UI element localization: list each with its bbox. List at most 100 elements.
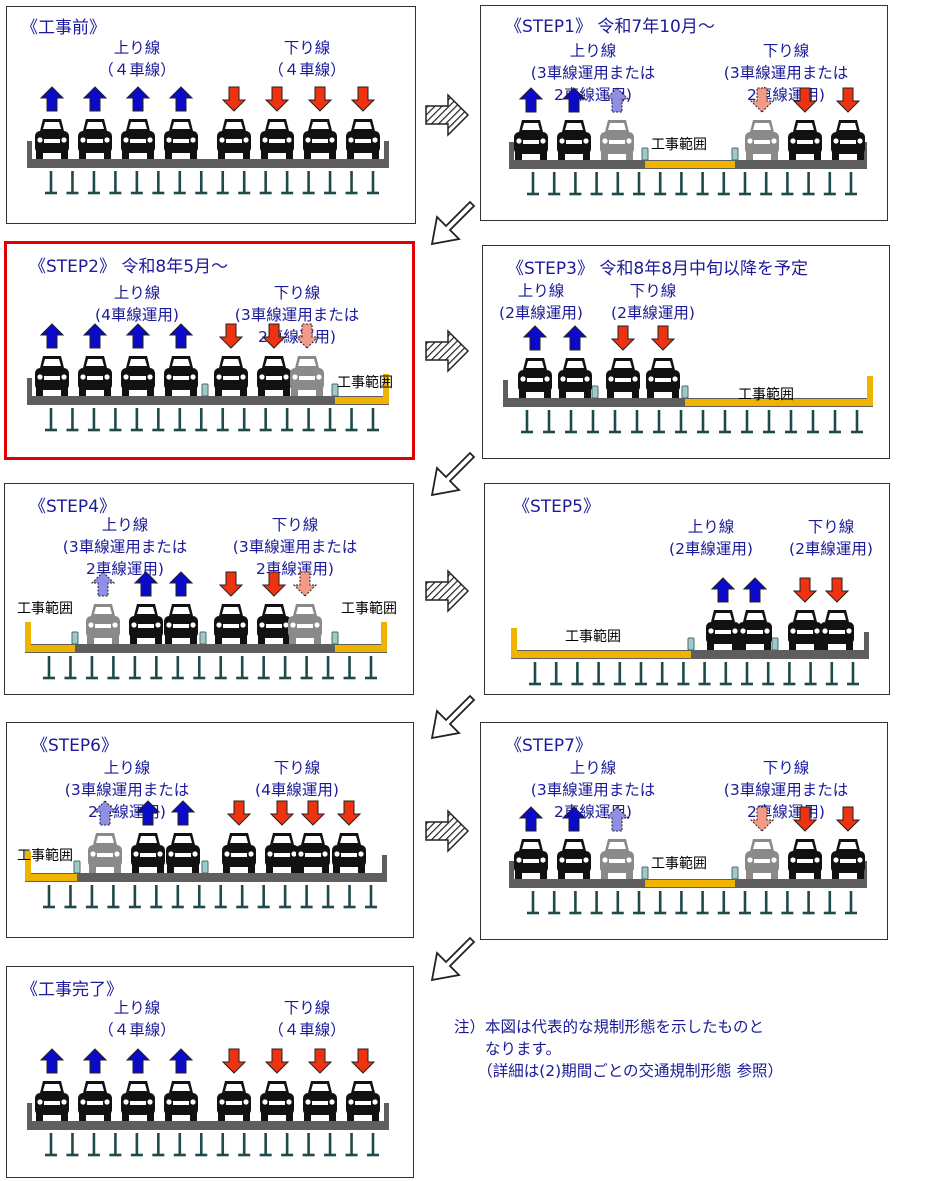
down-lane-label: 下り線(2車線運用) (789, 516, 873, 560)
car-2 (600, 120, 634, 160)
up-arrow-icon-0 (39, 323, 65, 349)
bridge-piers (45, 408, 379, 432)
up-arrow-icon-3 (168, 86, 194, 112)
work-zone-label: 工事範囲 (738, 387, 794, 403)
work-zone-0 (685, 376, 873, 406)
up-lane-label-line: 上り線 (101, 516, 149, 534)
up-arrow-icon-2 (604, 806, 630, 832)
work-zone-1 (335, 622, 387, 652)
car-5 (260, 1081, 294, 1121)
panel-step2: 《STEP2》 令和8年5月～上り線(4車線運用)下り線(3車線運用または2車線… (4, 241, 415, 460)
down-arrow-icon-5 (264, 1048, 290, 1074)
down-lane-label-line: (2車線運用) (611, 304, 695, 322)
down-lane-label-line: 下り線 (273, 759, 321, 777)
car-3 (646, 358, 680, 398)
panel-title: 《STEP6》 (31, 736, 118, 756)
road-deck (27, 141, 389, 168)
flow-arrow-right-1 (425, 93, 470, 137)
car-4 (265, 833, 299, 873)
up-arrow-icon-1 (561, 806, 587, 832)
car-4 (214, 356, 248, 396)
flow-arrow-right-4 (425, 809, 470, 853)
down-arrow-icon-4 (221, 1048, 247, 1074)
up-arrow-icon-2 (125, 86, 151, 112)
up-lane-label-line: （４車線） (98, 1021, 176, 1039)
up-arrow-icon-0 (518, 806, 544, 832)
down-arrow-icon-5 (835, 87, 861, 113)
up-arrow-icon-1 (561, 87, 587, 113)
car-1 (557, 839, 591, 879)
bridge-piers (529, 662, 859, 686)
car-4 (788, 839, 822, 879)
down-arrow-icon-2 (610, 325, 636, 351)
up-lane-label-line: 上り線 (113, 999, 161, 1017)
footnote-line-3: （詳細は(2)期間ごとの交通規制形態 参照） (454, 1062, 783, 1080)
car-2 (121, 356, 155, 396)
car-4 (257, 604, 291, 644)
up-lane-label-line: 上り線 (103, 759, 151, 777)
down-lane-label: 下り線（４車線） (268, 997, 346, 1041)
down-arrow-icon-4 (792, 806, 818, 832)
work-zone-0 (645, 880, 735, 887)
work-zone-label: 工事範囲 (341, 601, 397, 617)
road-cross-section (27, 86, 389, 195)
panel-before-construction: 《工事前》上り線（４車線）下り線（４車線） (6, 6, 416, 224)
panel-title: 《STEP2》 令和8年5月～ (29, 257, 229, 277)
car-5 (260, 119, 294, 159)
car-3 (222, 833, 256, 873)
up-lane-label-line: (2車線運用) (669, 540, 753, 558)
flow-arrow-diag-2 (430, 451, 476, 497)
up-lane-label: 上り線(4車線運用) (95, 282, 179, 326)
up-arrow-icon-1 (133, 571, 159, 597)
car-0 (35, 356, 69, 396)
car-3 (820, 610, 854, 650)
barrier-0 (201, 383, 209, 397)
car-5 (831, 120, 865, 160)
down-lane-label-line: 下り線 (273, 284, 321, 302)
down-lane-label-line: （４車線） (268, 1021, 346, 1039)
car-2 (788, 610, 822, 650)
down-arrow-icon-5 (264, 86, 290, 112)
car-2 (600, 839, 634, 879)
car-3 (164, 1081, 198, 1121)
down-arrow-icon-6 (336, 800, 362, 826)
up-arrow-icon-2 (170, 800, 196, 826)
work-zone-label: 工事範囲 (17, 848, 73, 864)
barrier-1 (771, 637, 779, 651)
down-arrow-icon-5 (261, 323, 287, 349)
down-lane-label: 下り線（４車線） (268, 37, 346, 81)
up-arrow-icon-1 (82, 1048, 108, 1074)
barrier-0 (641, 147, 649, 161)
down-lane-label-line: 下り線 (271, 516, 319, 534)
panel-step3: 《STEP3》 令和8年8月中旬以降を予定上り線(2車線運用)下り線(2車線運用… (482, 245, 890, 459)
car-6 (332, 833, 366, 873)
car-0 (518, 358, 552, 398)
car-5 (288, 604, 322, 644)
down-lane-label-line: (3車線運用または (232, 538, 358, 556)
down-lane-label-line: (2車線運用) (789, 540, 873, 558)
down-arrow-icon-7 (350, 1048, 376, 1074)
up-lane-label: 上り線(2車線運用) (499, 280, 583, 324)
barrier-0 (73, 860, 81, 874)
up-lane-label: 上り線（４車線） (98, 37, 176, 81)
car-3 (745, 120, 779, 160)
car-2 (164, 604, 198, 644)
car-1 (738, 610, 772, 650)
footnote-line-1: 注）本図は代表的な規制形態を示したものと (454, 1018, 765, 1036)
up-arrow-icon-0 (518, 87, 544, 113)
barrier-1 (731, 866, 739, 880)
work-zone-0 (25, 851, 77, 881)
down-arrow-icon-5 (835, 806, 861, 832)
flow-arrow-right-2 (425, 329, 470, 373)
car-4 (217, 119, 251, 159)
up-lane-label-line: (3車線運用または (530, 64, 656, 82)
road-cross-section (25, 800, 387, 909)
down-lane-label-line: (4車線運用) (255, 781, 339, 799)
up-arrow-icon-2 (168, 571, 194, 597)
car-0 (514, 839, 548, 879)
car-1 (558, 358, 592, 398)
car-6 (303, 1081, 337, 1121)
flow-arrow-diag-3 (430, 694, 476, 740)
road-deck (25, 644, 387, 653)
